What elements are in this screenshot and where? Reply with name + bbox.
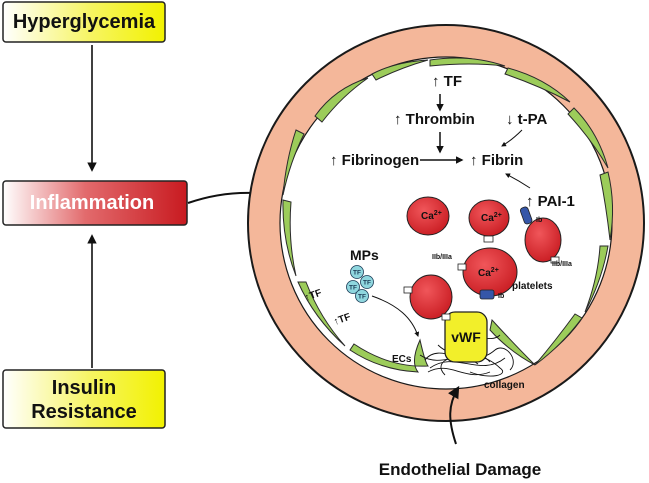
ib-receptor-right (519, 206, 533, 225)
hyperglycemia-box: Hyperglycemia (2, 1, 166, 43)
platelets-label: platelets (512, 281, 553, 292)
ca2-label-1: Ca2+ (421, 210, 442, 222)
arrow-endothelial-damage (447, 385, 460, 445)
thrombin-label: ↑ Thrombin (394, 111, 475, 128)
arrow-mps-to-vwf (371, 295, 420, 337)
pai1-label: ↑ PAI-1 (526, 193, 575, 210)
hyperglycemia-label: Hyperglycemia (13, 11, 156, 33)
endothelial-cells (282, 57, 614, 373)
mps-label: MPs (350, 247, 379, 263)
mp-3: TF (346, 280, 360, 294)
platelet-top-mid: Ca2+ (468, 199, 510, 243)
ca2-label-3: Ca2+ (478, 267, 499, 279)
svg-text:TF: TF (363, 280, 371, 287)
inflammation-label: Inflammation (30, 192, 154, 214)
tpa-label: ↓ t-PA (506, 111, 548, 128)
microparticles: TF TF TF TF (346, 265, 374, 303)
ecs-label: ECs (392, 354, 412, 365)
ib-receptor-center (479, 289, 495, 300)
fibrinogen-label: ↑ Fibrinogen (330, 152, 419, 169)
arrow-tpa-to-fibrin (501, 129, 523, 147)
insulin-resistance-label-line1: Insulin (52, 377, 116, 399)
mp-4: TF (355, 289, 369, 303)
platelet-lower-left (403, 274, 453, 321)
vwf-label: vWF (451, 329, 481, 345)
svg-text:TF: TF (353, 270, 361, 277)
endothelial-damage-label: Endothelial Damage (379, 460, 541, 479)
fibrin-label: ↑ Fibrin (470, 152, 523, 169)
platelet-right: Ib IIb/IIIa (519, 206, 572, 268)
platelet-center: Ca2+ Ib IIb/IIIa (432, 247, 518, 300)
blood-vessel: vWF ↑ TF ↑ Thrombin ↑ Fibrinogen ↑ Fibri… (247, 24, 645, 422)
coagulation-cascade: ↑ TF ↑ Thrombin ↑ Fibrinogen ↑ Fibrin ↓ … (330, 73, 575, 210)
svg-text:TF: TF (358, 294, 366, 301)
inflammation-box: Inflammation (2, 180, 188, 226)
mp-1: TF (350, 265, 364, 279)
collagen-label: collagen (484, 380, 525, 391)
insulin-resistance-label-line2: Resistance (31, 401, 137, 423)
svg-text:TF: TF (349, 285, 357, 292)
mp-2: TF (360, 275, 374, 289)
ib-label-center: Ib (498, 293, 504, 300)
ib-label-right: Ib (536, 217, 542, 224)
arrow-pai1-to-fibrin (505, 173, 531, 189)
iib-iiia-label-right: IIb/IIIa (552, 261, 572, 268)
insulin-resistance-box: Insulin Resistance (2, 369, 166, 429)
platelet-top-left: Ca2+ (406, 196, 450, 236)
ca2-label-2: Ca2+ (481, 212, 502, 224)
vwf-molecule: vWF (444, 311, 488, 363)
iib-iiia-label-center: IIb/IIIa (432, 254, 452, 261)
tf-cascade-label: ↑ TF (432, 73, 462, 90)
